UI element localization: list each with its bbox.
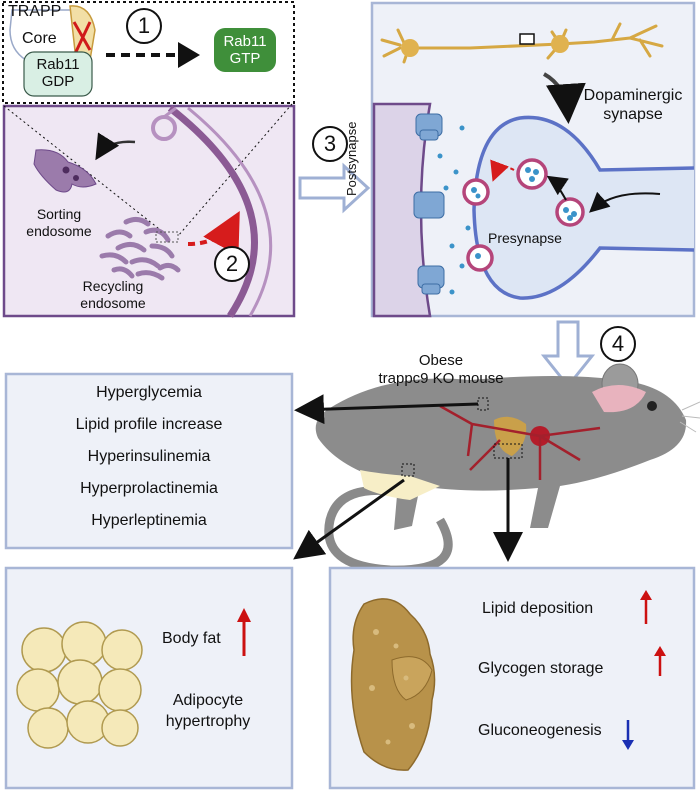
blood-item: Hyperinsulinemia <box>87 448 211 465</box>
step4-hollow-arrow <box>540 320 596 389</box>
core-label: Core <box>22 30 57 47</box>
blood-phenotype-list: Hyperglycemia Lipid profile increase Hyp… <box>6 380 292 540</box>
recycling-endosome-shape <box>99 216 181 281</box>
rab11-gtp-shape <box>214 28 276 72</box>
adipocyte-cluster <box>16 621 143 749</box>
body-fat-label: Body fat <box>162 630 221 647</box>
step-4-badge: 4 <box>600 326 636 362</box>
step3-hollow-arrow <box>298 162 371 214</box>
presynapse-label: Presynapse <box>488 230 562 246</box>
blood-item: Lipid profile increase <box>75 416 223 433</box>
step-1-badge: 1 <box>126 8 162 44</box>
postsynapse-label: Postsynapse <box>344 121 359 196</box>
mouse-shape <box>315 363 700 575</box>
glycogen-storage-label: Glycogen storage <box>478 660 604 677</box>
step-3-badge: 3 <box>312 126 348 162</box>
blood-item: Hyperglycemia <box>96 384 202 401</box>
blood-item: Hyperleptinemia <box>91 512 207 529</box>
blood-panel-bg <box>4 372 294 550</box>
rab11-gdp-shape <box>23 51 93 97</box>
gluconeogenesis-label: Gluconeogenesis <box>478 722 602 739</box>
step-2-badge: 2 <box>214 246 250 282</box>
lipid-deposition-label: Lipid deposition <box>482 600 594 617</box>
blood-item: Hyperprolactinemia <box>80 480 218 497</box>
trapp-label: TRAPP <box>8 3 62 20</box>
